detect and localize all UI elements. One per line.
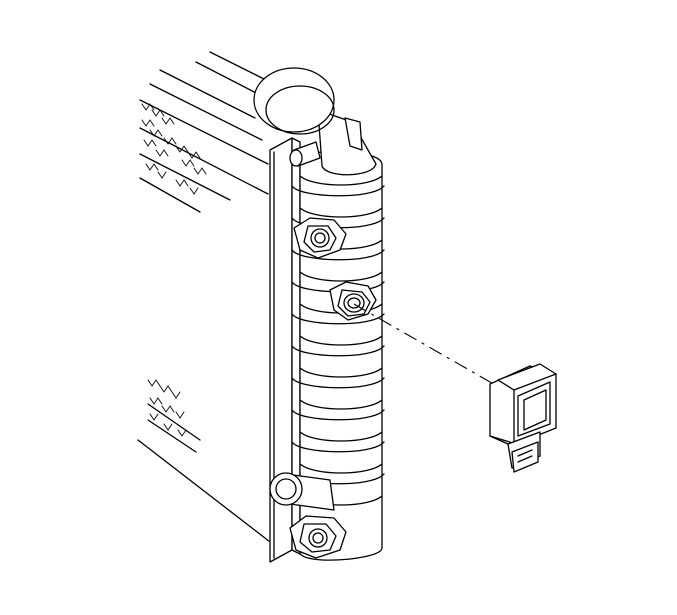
- fin-marks-lower: [147, 379, 187, 437]
- sensor: [489, 363, 557, 473]
- radiator-core: [137, 51, 275, 546]
- fin-marks-upper: [141, 103, 207, 195]
- fitting-lower: [289, 515, 347, 559]
- fitting-upper: [293, 217, 347, 259]
- tank-plate: [269, 137, 301, 563]
- outlet-pipe: [269, 472, 335, 511]
- inlet-neck: [253, 67, 377, 176]
